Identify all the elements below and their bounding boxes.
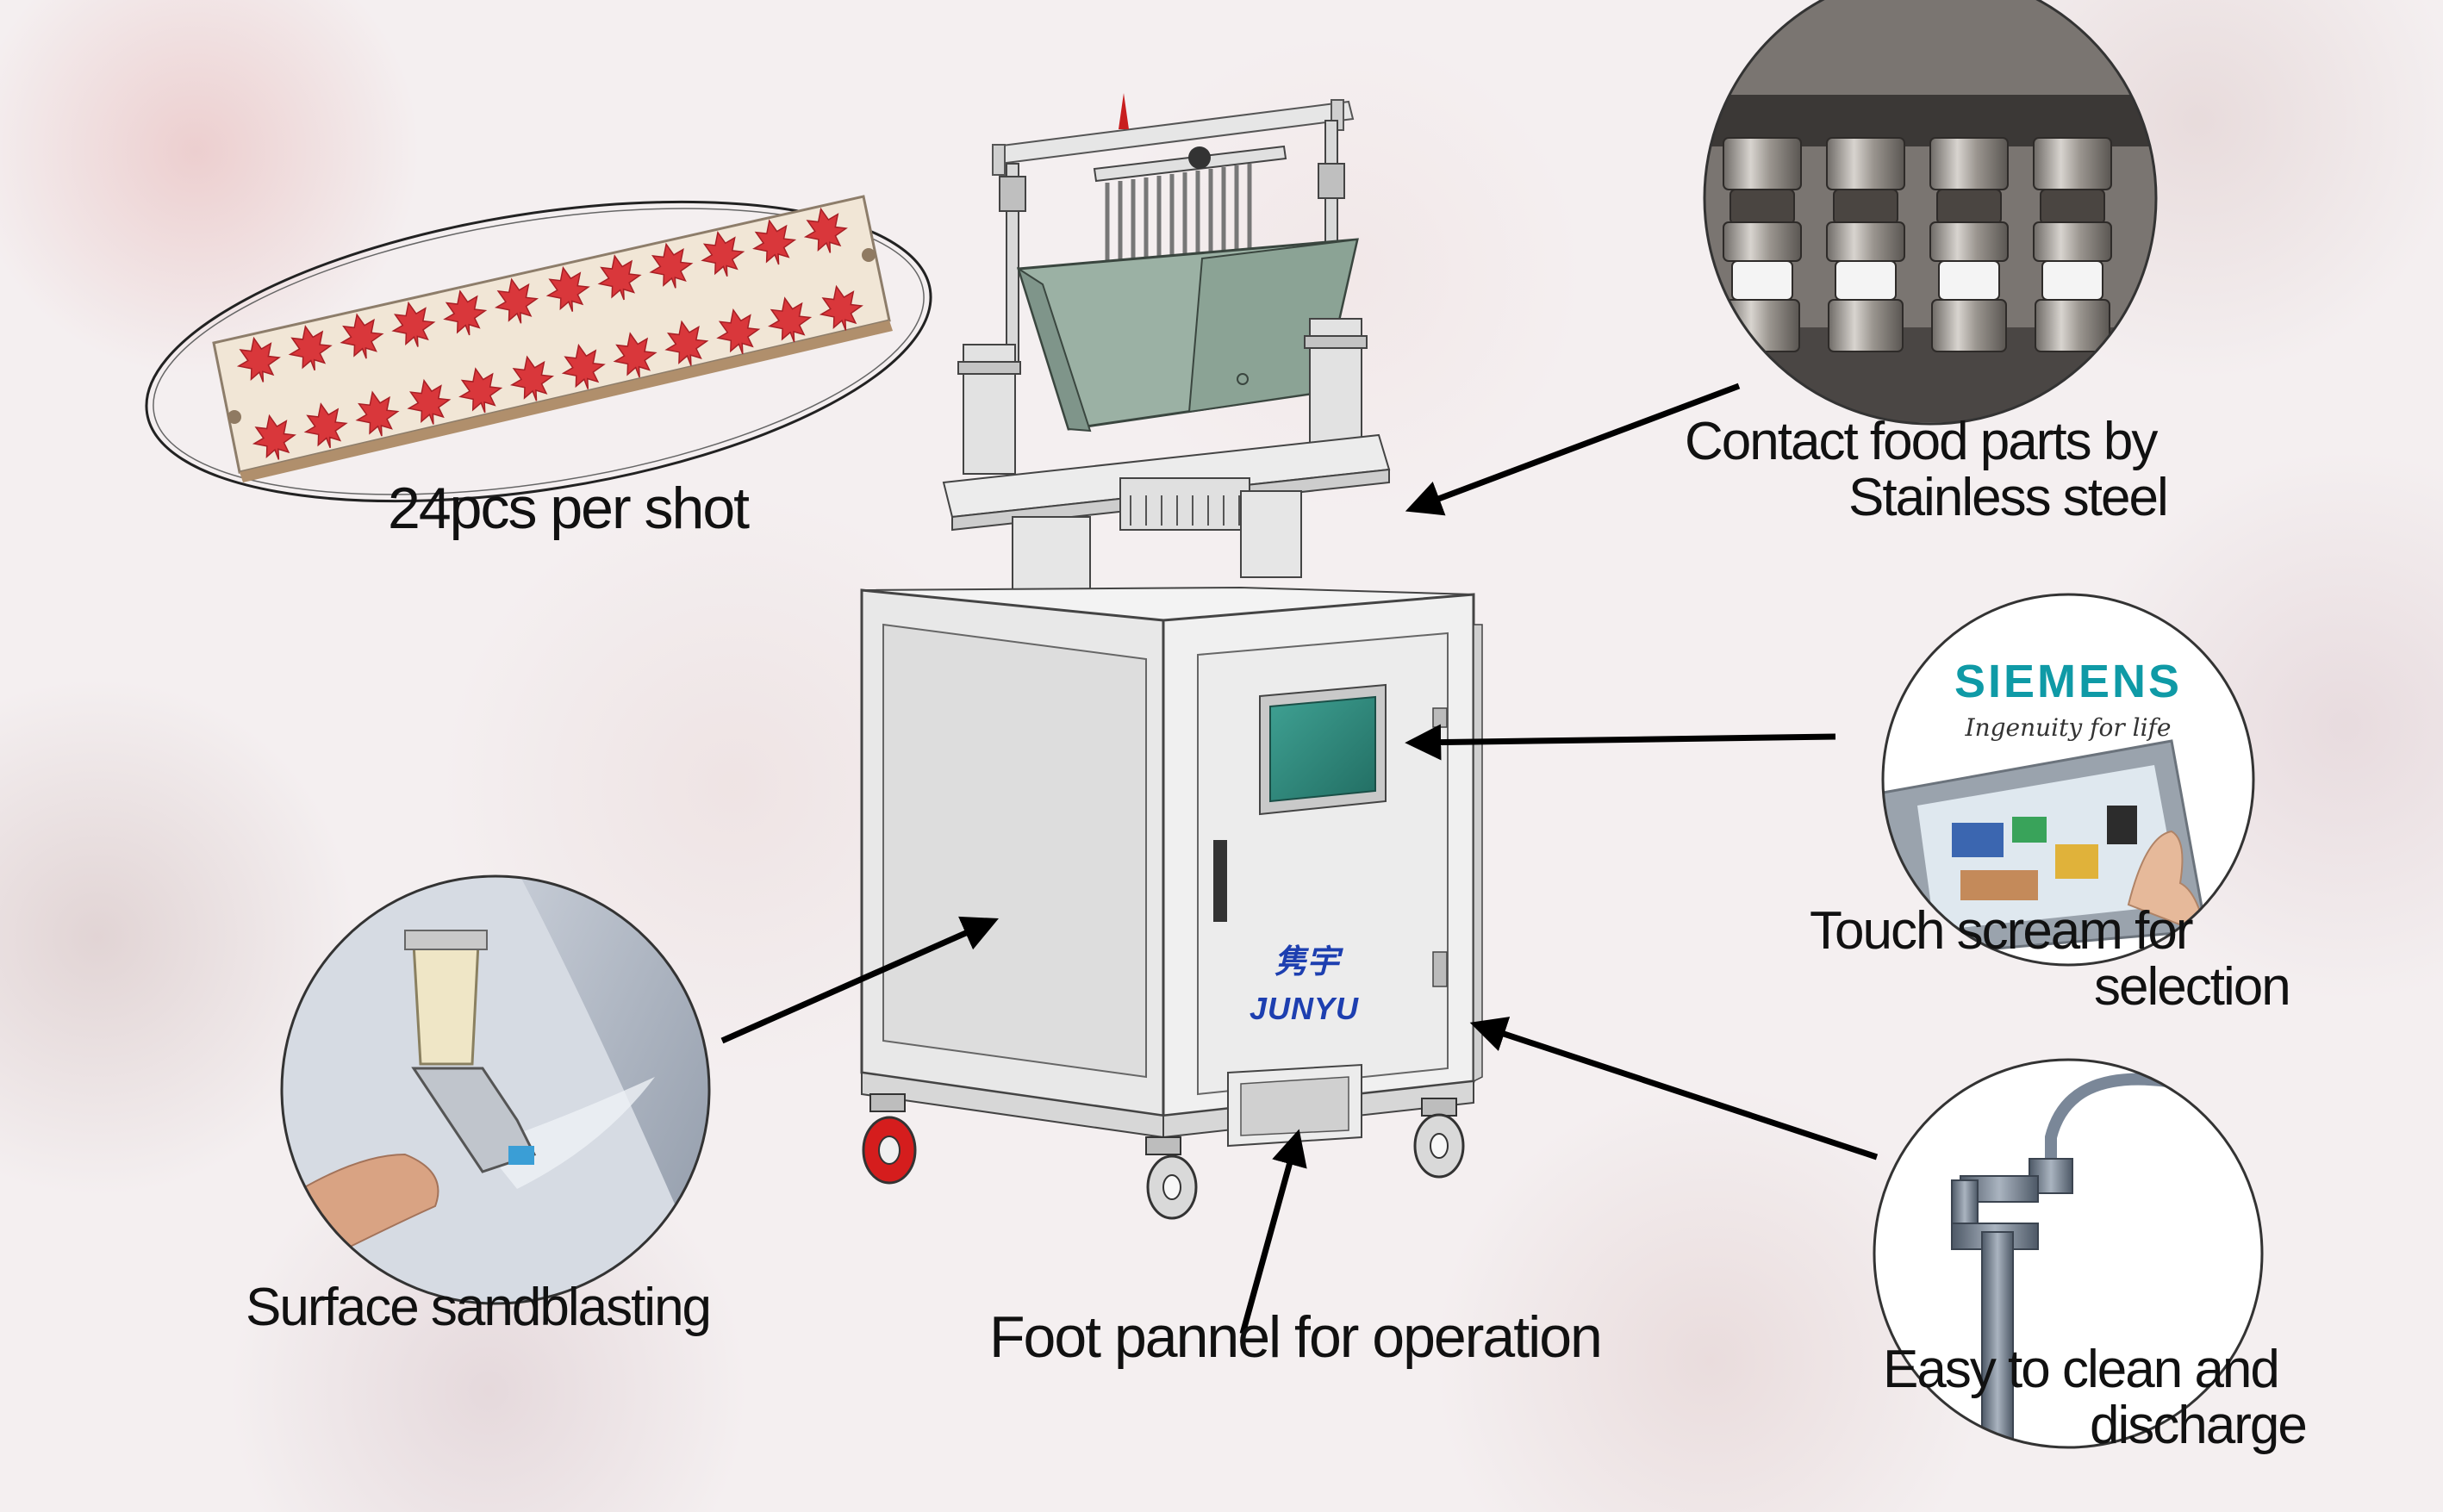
touch-line-1: Touch scream for [1810,901,2194,961]
steel-nozzle-part [1833,189,1898,225]
steel-nozzle-part [2033,137,2112,190]
touch-line-2: selection [2094,957,2291,1017]
steel-nozzle-part [1835,260,1897,301]
steel-nozzle-part [1929,137,2009,190]
touch-screen-inset [1881,593,2255,967]
maple-leaf-cavity [752,219,797,265]
maple-leaf-cavity [545,265,590,312]
gummy-depositor-machine [860,93,1483,1220]
steel-nozzle-part [1929,221,2009,262]
maple-leaf-cavity [355,390,400,437]
maple-leaf-cavity [664,320,709,366]
mold-caption: 24pcs per shot [388,476,750,541]
stainless-line-2: Stainless steel [1848,468,2169,528]
callout-arrows [720,383,1879,1335]
caster-wheels [862,1093,1465,1220]
maple-leaf-cavity [236,336,281,383]
stainless-steel-inset [1703,0,2158,426]
maple-leaf-cavity [252,414,296,460]
maple-leaf-cavity [443,289,488,336]
stainless-steel-label: Contact food parts by Stainless steel [1685,412,2169,528]
steel-nozzle-part [1724,299,1800,352]
maple-leaf-cavity [716,308,761,355]
steel-nozzle-part [2041,260,2103,301]
maple-leaf-cavity [803,207,848,253]
maple-leaf-cavity [649,242,694,289]
steel-nozzle-part [1828,299,1904,352]
steel-nozzle-part [1826,221,1905,262]
steel-nozzle-part [1731,260,1793,301]
mold-plate-illustration [145,195,932,503]
maple-leaf-cavity [509,355,555,401]
maple-leaf-cavity [303,402,348,449]
maple-leaf-cavity [340,313,384,359]
spray-gun-inset [280,874,711,1305]
maple-leaf-cavity [391,301,436,347]
siemens-slogan: Ingenuity for life [1965,713,2172,742]
clean-discharge-label: Easy to clean and discharge [1883,1340,2308,1456]
brand-logo-en: JUNYU [1250,991,1360,1026]
brand-logo-cn: 隽宇 [1274,943,1340,980]
maple-leaf-cavity [819,284,863,331]
steel-nozzle-part [1723,137,1802,190]
steel-nozzle-part [2033,221,2112,262]
clean-line-1: Easy to clean and [1883,1340,2280,1399]
maple-leaf-cavity [407,378,452,425]
touch-screen-label: Touch scream for selection [1810,901,2291,1017]
maple-leaf-cavity [597,254,642,301]
steel-nozzle-part [1931,299,2007,352]
arrow-foot-pannel [1239,1129,1307,1335]
steel-nozzle-part [2035,299,2110,352]
steel-nozzle-part [1826,137,1905,190]
arrow-clean [1469,1017,1879,1160]
arrow-sandblast [720,916,999,1044]
steel-nozzle-part [1723,221,1802,262]
drain-pipe-inset [1873,1058,2264,1449]
steel-nozzle-part [1938,260,2000,301]
arrow-touchscreen [1405,724,1836,761]
maple-leaf-cavity [494,277,539,324]
maple-leaf-cavity [613,332,657,378]
foot-pannel-label: Foot pannel for operation [989,1304,1603,1370]
clean-line-2: discharge [2090,1396,2308,1456]
siemens-branding: SIEMENS Ingenuity for life [1883,594,2253,767]
maple-leaf-cavity [288,325,333,371]
maple-leaf-cavity [768,296,813,343]
maple-leaf-cavity [561,343,606,389]
steel-nozzle-part [1729,189,1795,225]
steel-nozzle-part [2040,189,2105,225]
arrow-stainless [1405,383,1741,516]
maple-leaf-cavity [701,231,745,277]
sandblast-label: Surface sandblasting [246,1278,712,1337]
siemens-logo: SIEMENS [1954,656,2183,707]
steel-nozzle-part [1936,189,2002,225]
stainless-line-1: Contact food parts by [1685,412,2158,471]
maple-leaf-cavity [458,367,503,414]
